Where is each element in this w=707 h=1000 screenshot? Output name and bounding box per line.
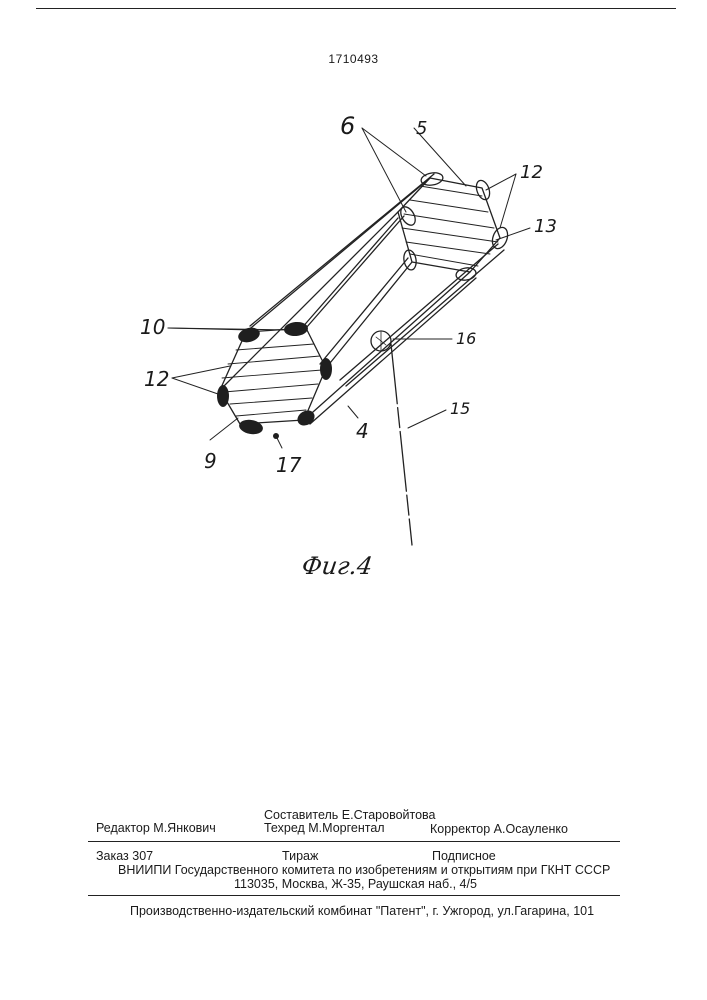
label-12-top: 12 [520, 162, 543, 183]
label-5: 5 [416, 118, 427, 139]
label-16: 16 [456, 329, 476, 348]
corrector: Корректор А.Осауленко [430, 822, 568, 836]
institute: ВНИИПИ Государственного комитета по изоб… [118, 863, 610, 877]
order: Заказ 307 [96, 849, 153, 863]
rod-15 [391, 344, 412, 545]
label-17: 17 [276, 453, 302, 477]
label-13: 13 [534, 216, 557, 237]
publisher: Производственно-издательский комбинат "П… [130, 904, 594, 918]
circulation: Тираж [282, 849, 318, 863]
colophon-rule-2 [88, 895, 620, 896]
editor: Редактор М.Янкович [96, 821, 216, 835]
techred: Техред М.Моргентал [264, 821, 385, 835]
label-10: 10 [140, 315, 165, 339]
label-9: 9 [204, 449, 217, 473]
label-15: 15 [450, 399, 470, 418]
colophon-rule-1 [88, 841, 620, 842]
label-6: 6 [340, 112, 355, 140]
near-end-hatching [222, 344, 322, 416]
near-end-face [220, 328, 326, 424]
compiler: Составитель Е.Старовойтова [264, 808, 436, 822]
address: 113035, Москва, Ж-35, Раушская наб., 4/5 [234, 877, 477, 891]
label-12-left: 12 [144, 367, 169, 391]
subscription: Подписное [432, 849, 496, 863]
far-end-hatching [402, 186, 498, 266]
far-face-elements [398, 171, 511, 281]
figure-caption: Фиг.4 [300, 552, 374, 580]
label-4: 4 [356, 419, 369, 443]
prism-edges [220, 174, 504, 424]
